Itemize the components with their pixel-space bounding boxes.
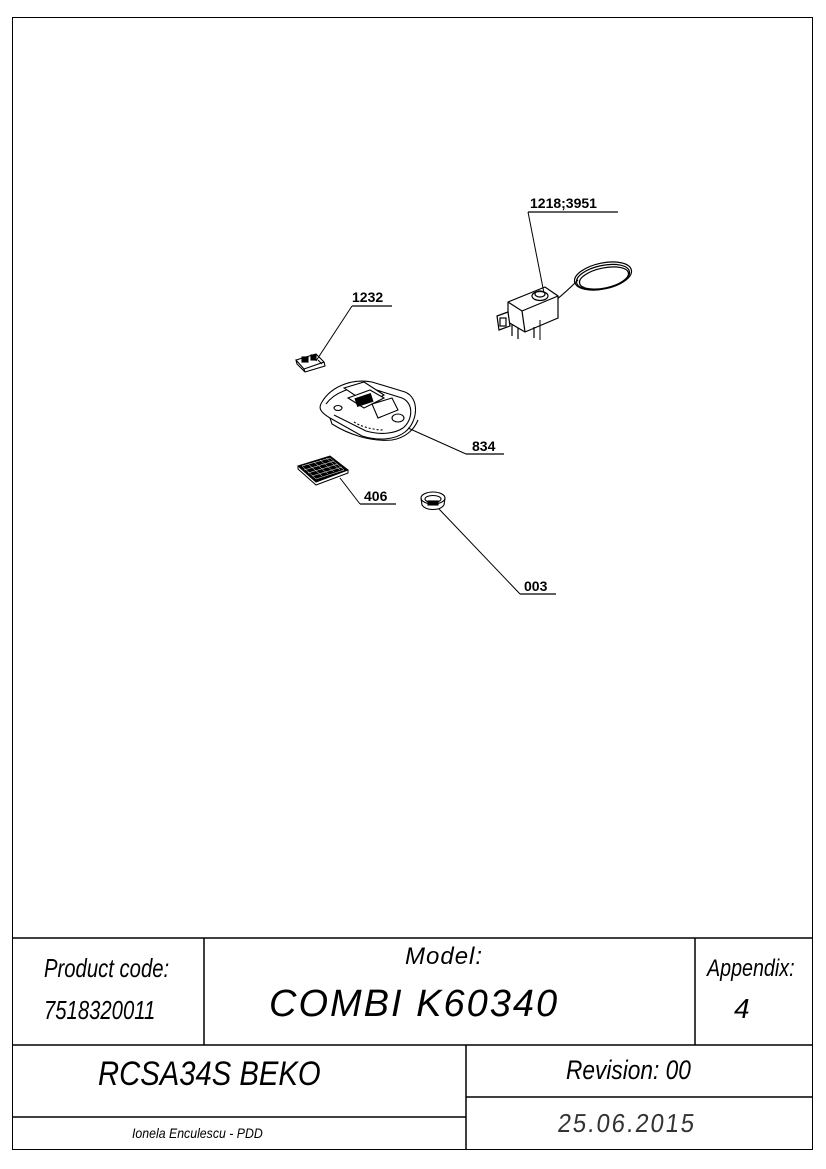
diffuser-part [297,455,396,505]
model-value: COMBI K60340 [269,983,560,1025]
callout-switch: 1232 [352,289,383,305]
lamp-housing-part [319,380,504,455]
thermostat-part [496,211,633,340]
switch-part [295,305,392,373]
callout-housing: 834 [472,438,496,454]
callout-diffuser: 406 [364,488,388,504]
product-code-label: Product code: [44,953,170,983]
appendix-value: 4 [734,993,750,1024]
brand-model: RCSA34S BEKO [98,1055,321,1093]
revision-label: Revision: 00 [566,1055,691,1085]
model-label: Model: [405,943,484,970]
product-code-value: 7518320011 [44,995,156,1025]
callout-thermostat: 1218;3951 [530,195,597,211]
title-block-grid [12,937,813,1150]
author-name: Ionela Enculescu - PDD [132,1125,263,1141]
callout-knob: 003 [524,578,548,594]
appendix-label: Appendix: [707,955,795,982]
knob-part [420,491,556,595]
revision-date: 25.06.2015 [556,1108,699,1138]
drawing-frame [12,17,813,1150]
